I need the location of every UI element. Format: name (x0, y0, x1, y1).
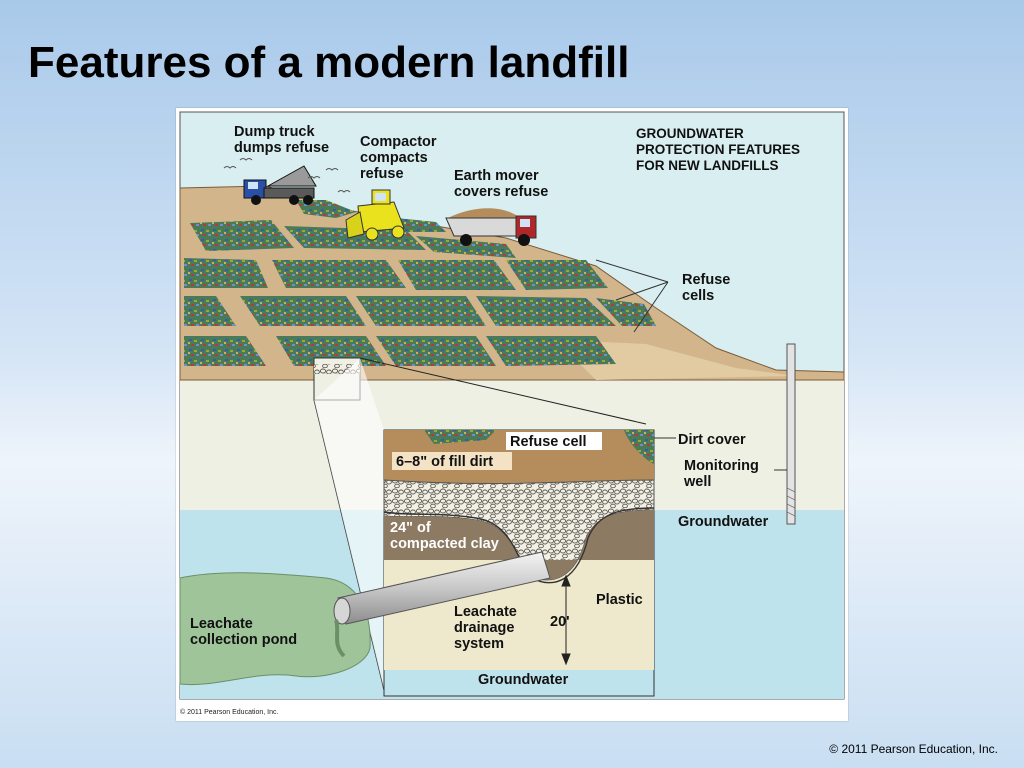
monitoring-well-icon (786, 343, 796, 525)
monitoring-well-label: Monitoring (684, 458, 759, 474)
clay-label: compacted clay (390, 536, 499, 552)
compactor-label: Compactor (360, 134, 437, 150)
dirt-cover-label: Dirt cover (678, 432, 746, 448)
refuse-cells-label: cells (682, 288, 714, 304)
slide-title: Features of a modern landfill (28, 38, 630, 87)
leachate-drainage-label: drainage (454, 620, 514, 636)
leachate-pond-label: Leachate (190, 616, 253, 632)
refuse-cell-label: Refuse cell (510, 434, 587, 450)
plastic-label: Plastic (596, 592, 643, 608)
slide-copyright: © 2011 Pearson Education, Inc. (829, 742, 998, 756)
leachate-drainage-label: Leachate (454, 604, 517, 620)
compactor-label: compacts (360, 150, 428, 166)
compactor-label: refuse (360, 166, 404, 182)
groundwater-bottom-label: Groundwater (478, 672, 569, 688)
compactor-icon (345, 189, 405, 241)
landfill-illustration: Dump truck dumps refuse Compactor compac… (179, 111, 845, 716)
leachate-pipe (333, 551, 551, 658)
figure-heading: FOR NEW LANDFILLS (636, 158, 778, 173)
leachate-pond (179, 572, 371, 686)
dump-truck-icon (243, 165, 317, 205)
monitoring-well-label: well (683, 474, 711, 490)
clay-label: 24" of (390, 520, 431, 536)
figure-credit: © 2011 Pearson Education, Inc. (180, 708, 278, 716)
earth-mover-icon (445, 208, 537, 246)
depth-label: 20' (550, 614, 570, 630)
earth-mover-label: Earth mover (454, 168, 539, 184)
refuse-cells-label: Refuse (682, 272, 730, 288)
landfill-diagram: Dump truck dumps refuse Compactor compac… (176, 108, 848, 721)
fill-dirt-label: 6–8" of fill dirt (396, 454, 493, 470)
leachate-pond-label: collection pond (190, 632, 297, 648)
dump-truck-label: dumps refuse (234, 140, 329, 156)
figure-heading: GROUNDWATER (636, 126, 744, 141)
dump-truck-label: Dump truck (234, 124, 316, 140)
figure-heading: PROTECTION FEATURES (636, 142, 800, 157)
refuse-cells (184, 220, 656, 366)
earth-mover-label: covers refuse (454, 184, 548, 200)
groundwater-label: Groundwater (678, 514, 769, 530)
leachate-drainage-label: system (454, 636, 504, 652)
